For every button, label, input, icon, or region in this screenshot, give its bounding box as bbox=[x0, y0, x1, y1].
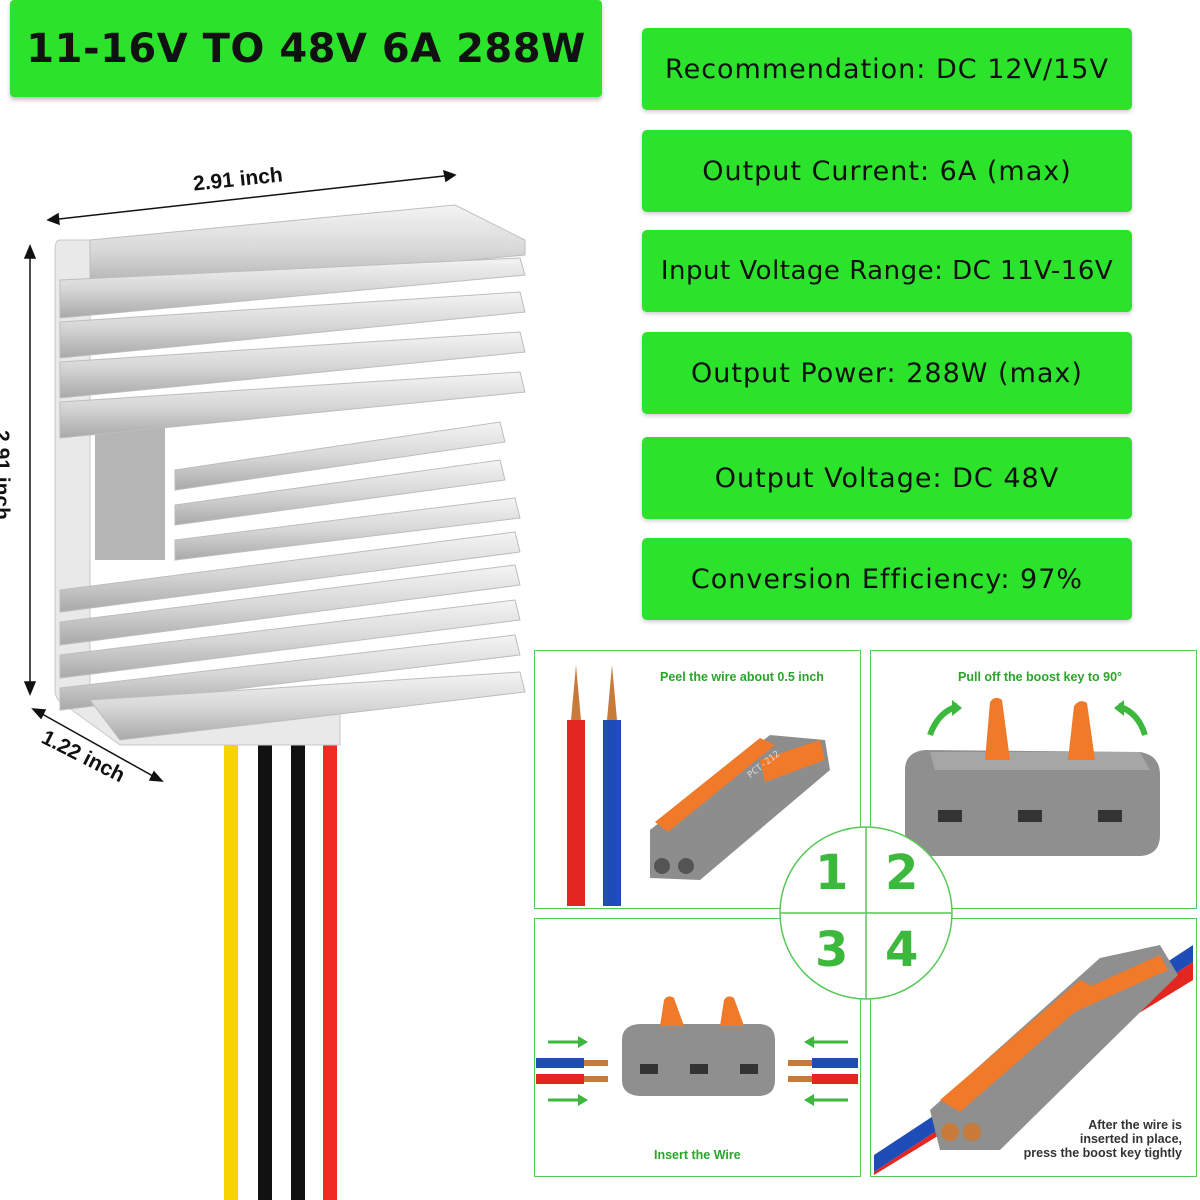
spec-text: Output Voltage: DC 48V bbox=[714, 462, 1060, 494]
spec-text: Output Power: 288W (max) bbox=[691, 357, 1083, 389]
spec-output-power: Output Power: 288W (max) bbox=[642, 332, 1132, 414]
step-number-2: 2 bbox=[885, 845, 919, 901]
product-title: 11-16V TO 48V 6A 288W bbox=[26, 25, 586, 72]
spec-input-voltage: Input Voltage Range: DC 11V-16V bbox=[642, 230, 1132, 312]
step-number-3: 3 bbox=[815, 922, 849, 978]
step4-caption: After the wire is inserted in place, pre… bbox=[1000, 1118, 1182, 1160]
step1-caption: Peel the wire about 0.5 inch bbox=[660, 670, 824, 684]
height-dimension-label: 2.91 inch bbox=[0, 430, 13, 520]
step-panel-1 bbox=[534, 650, 861, 909]
step-panel-2 bbox=[870, 650, 1197, 909]
spec-output-voltage: Output Voltage: DC 48V bbox=[642, 437, 1132, 519]
spec-recommendation: Recommendation: DC 12V/15V bbox=[642, 28, 1132, 110]
step3-caption: Insert the Wire bbox=[654, 1148, 741, 1162]
spec-text: Recommendation: DC 12V/15V bbox=[665, 53, 1109, 85]
spec-text: Conversion Efficiency: 97% bbox=[690, 563, 1084, 595]
spec-text: Output Current: 6A (max) bbox=[702, 155, 1072, 187]
step-number-1: 1 bbox=[815, 845, 849, 901]
black-wire-1 bbox=[258, 740, 272, 1200]
step-number-4: 4 bbox=[885, 922, 919, 978]
step4-caption-line2: inserted in place, bbox=[1079, 1132, 1182, 1146]
step2-caption: Pull off the boost key to 90° bbox=[958, 670, 1123, 684]
converter-illustration bbox=[23, 169, 526, 1200]
red-wire bbox=[323, 740, 337, 1200]
step-panel-3 bbox=[534, 918, 861, 1177]
black-wire-2 bbox=[291, 740, 305, 1200]
dimension-arrows bbox=[23, 169, 457, 782]
step4-caption-line1: After the wire is bbox=[1088, 1118, 1182, 1132]
yellow-wire bbox=[224, 740, 238, 1200]
spec-text: Input Voltage Range: DC 11V-16V bbox=[660, 256, 1114, 286]
heatsink-body-shadow bbox=[95, 420, 165, 560]
step4-caption-line3: press the boost key tightly bbox=[1023, 1146, 1182, 1160]
spec-efficiency: Conversion Efficiency: 97% bbox=[642, 538, 1132, 620]
title-banner: 11-16V TO 48V 6A 288W bbox=[10, 0, 602, 97]
spec-output-current: Output Current: 6A (max) bbox=[642, 130, 1132, 212]
heatsink-fins bbox=[59, 204, 526, 741]
